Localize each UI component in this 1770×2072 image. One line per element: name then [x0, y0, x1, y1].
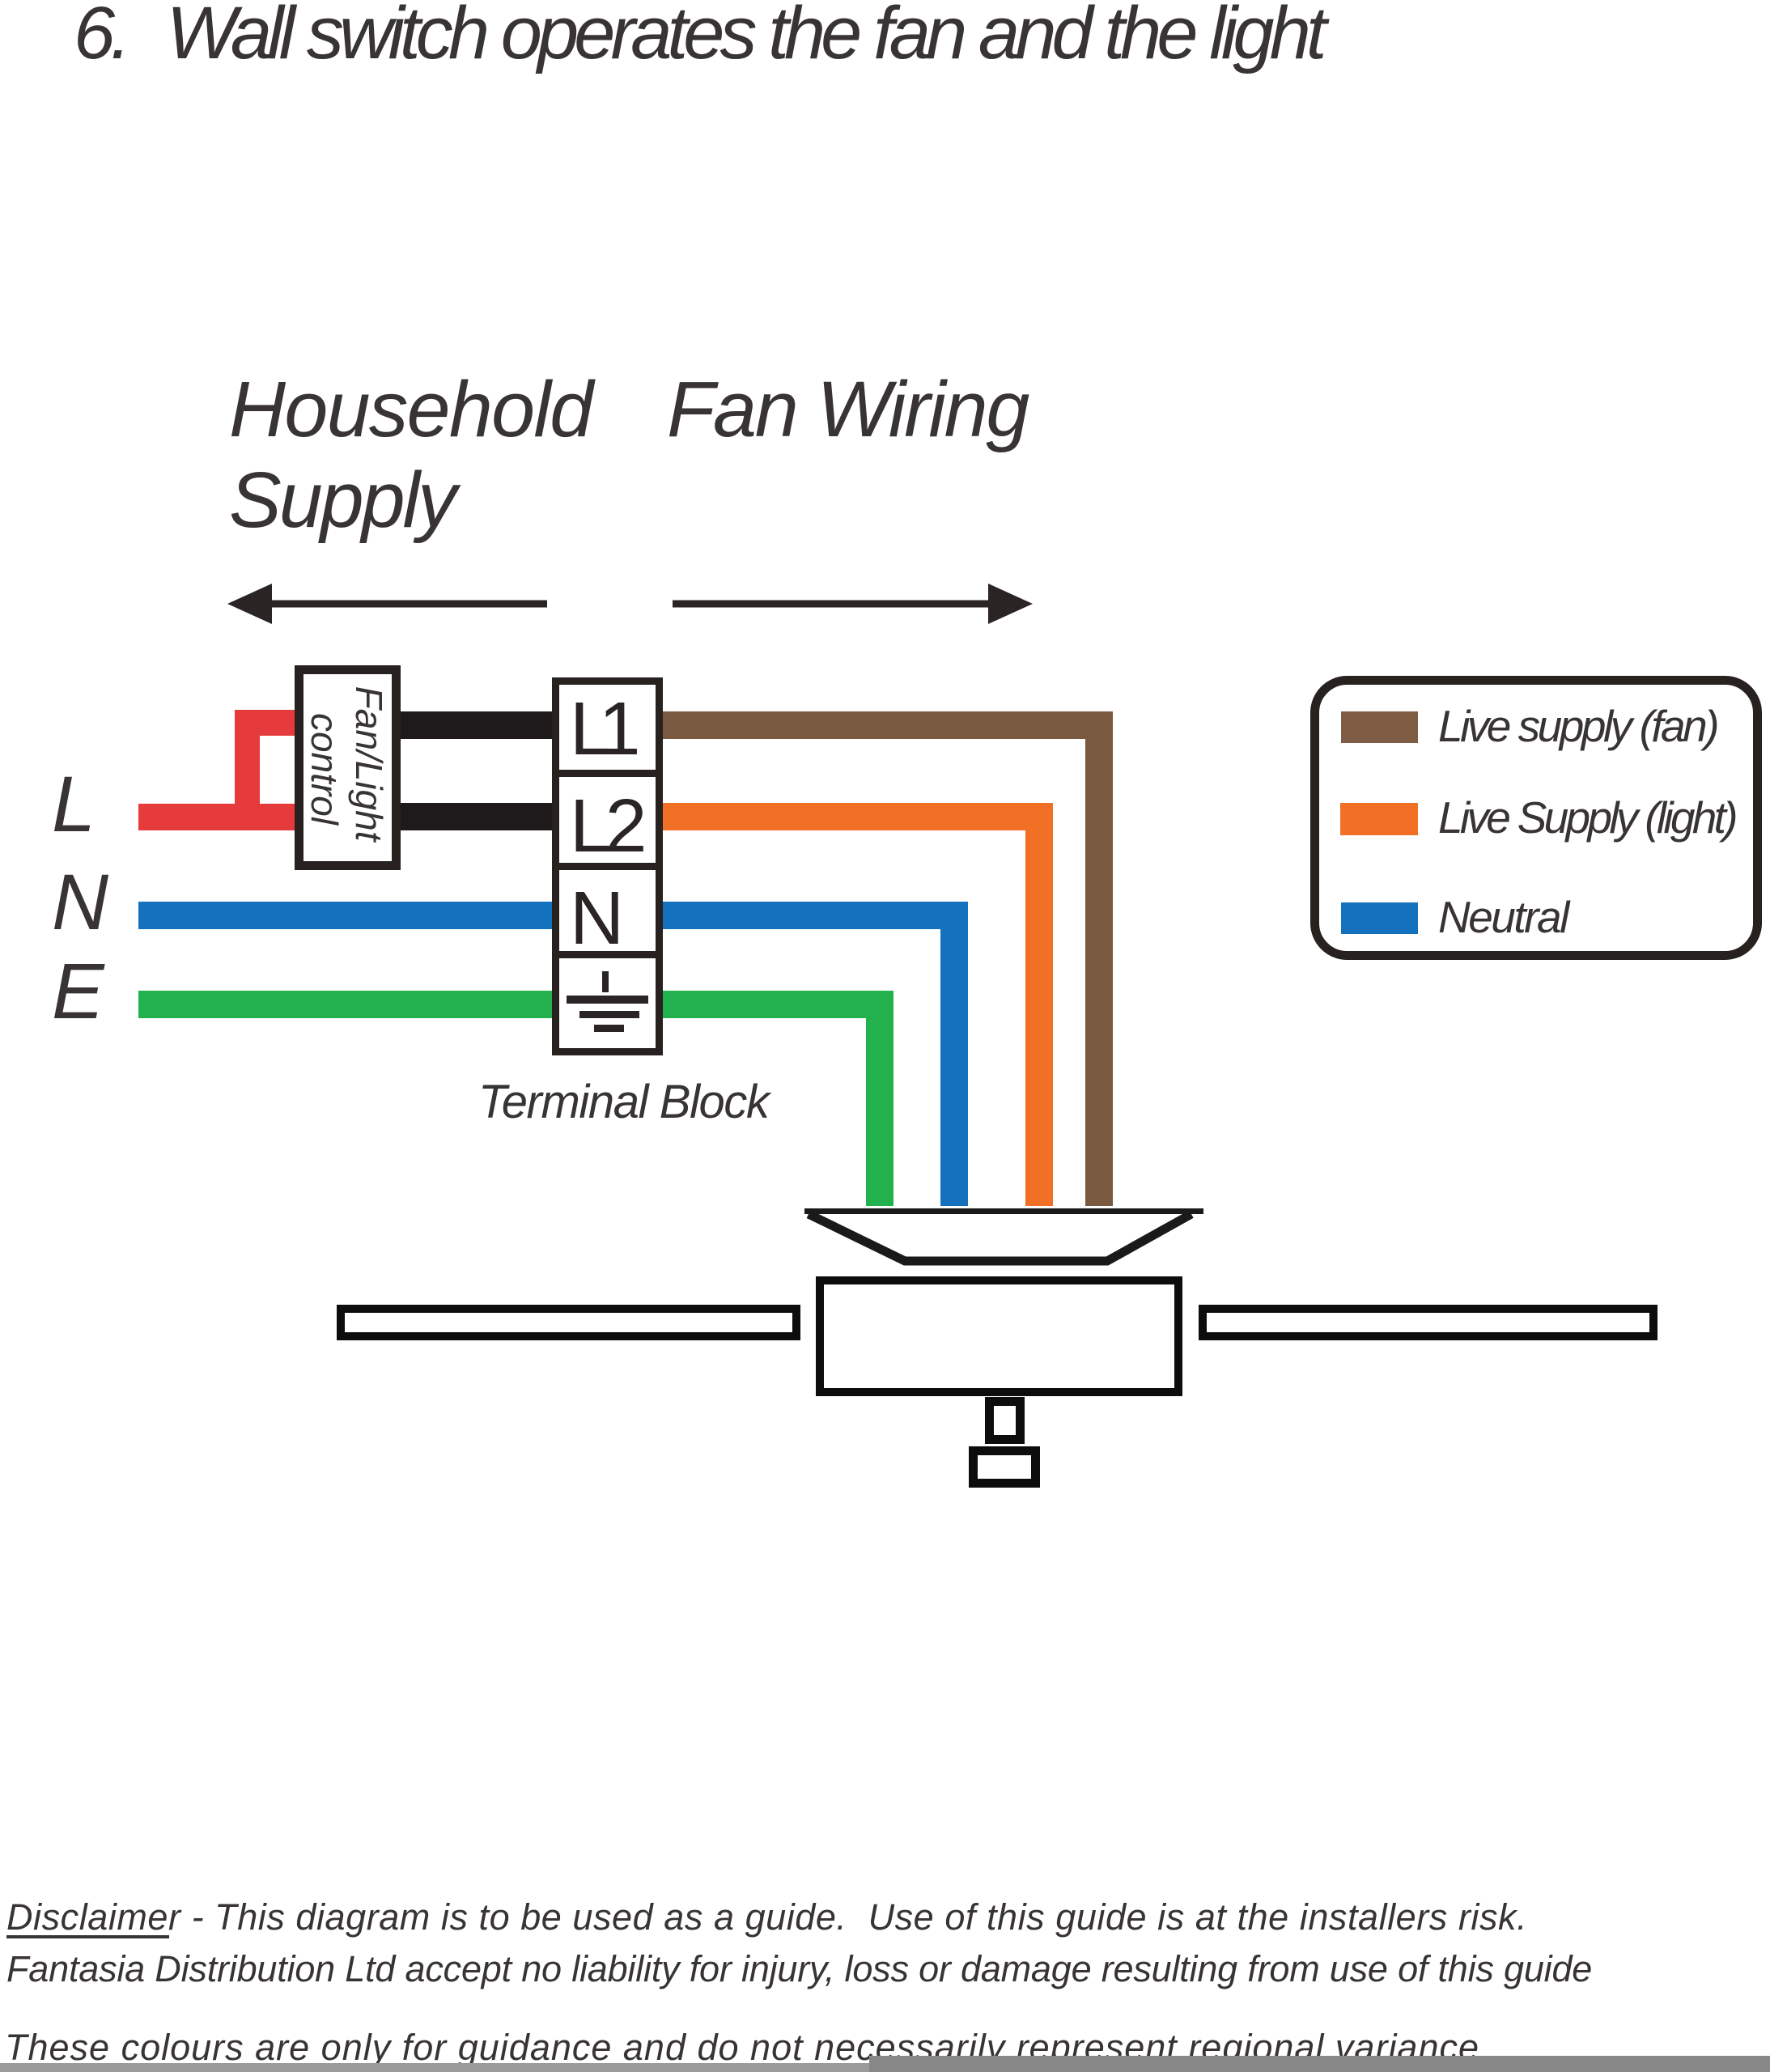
svg-text:L1: L1 — [570, 686, 640, 771]
svg-text:Disclaimer - This diagram is t: Disclaimer - This diagram is to be used … — [6, 1896, 1527, 1938]
svg-text:Household: Household — [229, 365, 596, 453]
svg-text:Fan Wiring: Fan Wiring — [667, 365, 1029, 453]
svg-text:Neutral: Neutral — [1438, 892, 1571, 942]
svg-text:E: E — [52, 947, 105, 1035]
svg-text:6. Wall switch operates the fa: 6. Wall switch operates the fan and the … — [74, 0, 1330, 74]
svg-text:Fantasia Distribution Ltd acce: Fantasia Distribution Ltd accept no liab… — [6, 1948, 1592, 1989]
svg-text:Supply: Supply — [229, 456, 461, 544]
svg-text:Live supply (fan): Live supply (fan) — [1438, 701, 1717, 751]
svg-text:L2: L2 — [570, 783, 647, 868]
svg-text:N: N — [570, 876, 624, 960]
svg-text:L: L — [52, 760, 96, 848]
svg-text:Fan/Light control: Fan/Light control — [303, 686, 390, 852]
svg-text:Live Supply (light): Live Supply (light) — [1438, 792, 1736, 843]
svg-text:N: N — [52, 858, 109, 946]
svg-text:Terminal Block: Terminal Block — [478, 1076, 772, 1128]
